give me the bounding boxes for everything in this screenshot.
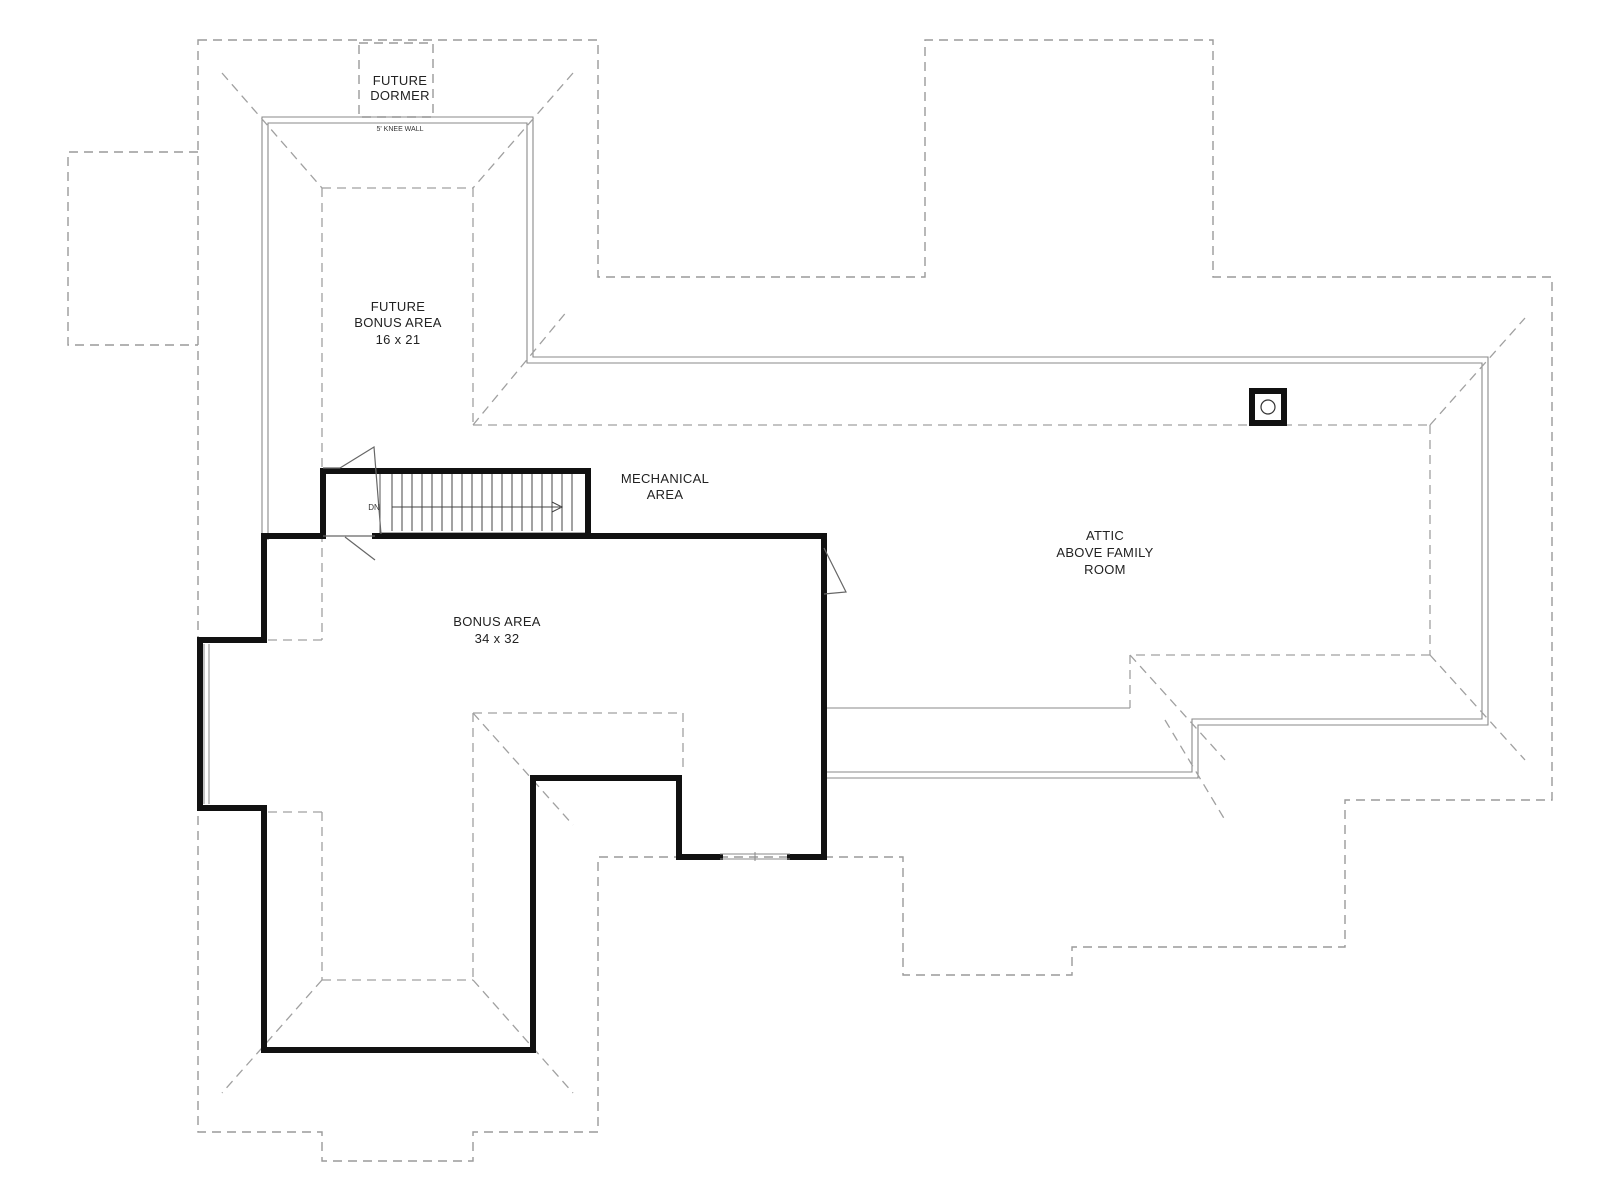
- svg-text:FUTURE: FUTURE: [371, 299, 426, 314]
- knee-walls: [261, 116, 1489, 779]
- staircase: [379, 470, 589, 534]
- label-future-dormer: FUTURE DORMER: [370, 73, 430, 103]
- svg-text:34 x 32: 34 x 32: [475, 631, 520, 646]
- label-stair-direction: DN: [368, 503, 380, 512]
- svg-text:ROOM: ROOM: [1084, 562, 1126, 577]
- label-knee-wall: 5' KNEE WALL: [377, 126, 424, 133]
- label-attic: ATTIC ABOVE FAMILY ROOM: [1056, 528, 1153, 577]
- svg-text:DORMER: DORMER: [370, 88, 430, 103]
- window-south: [720, 852, 790, 861]
- chimney-vent-icon: [1249, 388, 1287, 426]
- label-bonus-area: BONUS AREA 34 x 32: [453, 614, 541, 646]
- label-future-bonus-area: FUTURE BONUS AREA 16 x 21: [354, 299, 442, 347]
- svg-text:ATTIC: ATTIC: [1086, 528, 1124, 543]
- svg-text:FUTURE: FUTURE: [373, 73, 428, 88]
- exterior-walls: [197, 468, 827, 1053]
- svg-text:16 x 21: 16 x 21: [376, 332, 421, 347]
- stair-door: [323, 445, 382, 561]
- svg-text:ABOVE FAMILY: ABOVE FAMILY: [1056, 545, 1153, 560]
- svg-text:AREA: AREA: [647, 487, 684, 502]
- svg-text:BONUS AREA: BONUS AREA: [453, 614, 541, 629]
- attic-access-door: [823, 547, 847, 595]
- roof-hips: [221, 72, 1526, 1094]
- svg-text:BONUS AREA: BONUS AREA: [354, 315, 442, 330]
- roof-outline: [67, 39, 1553, 1162]
- label-mechanical-area: MECHANICAL AREA: [621, 471, 709, 502]
- svg-text:MECHANICAL: MECHANICAL: [621, 471, 709, 486]
- window-west: [203, 644, 210, 804]
